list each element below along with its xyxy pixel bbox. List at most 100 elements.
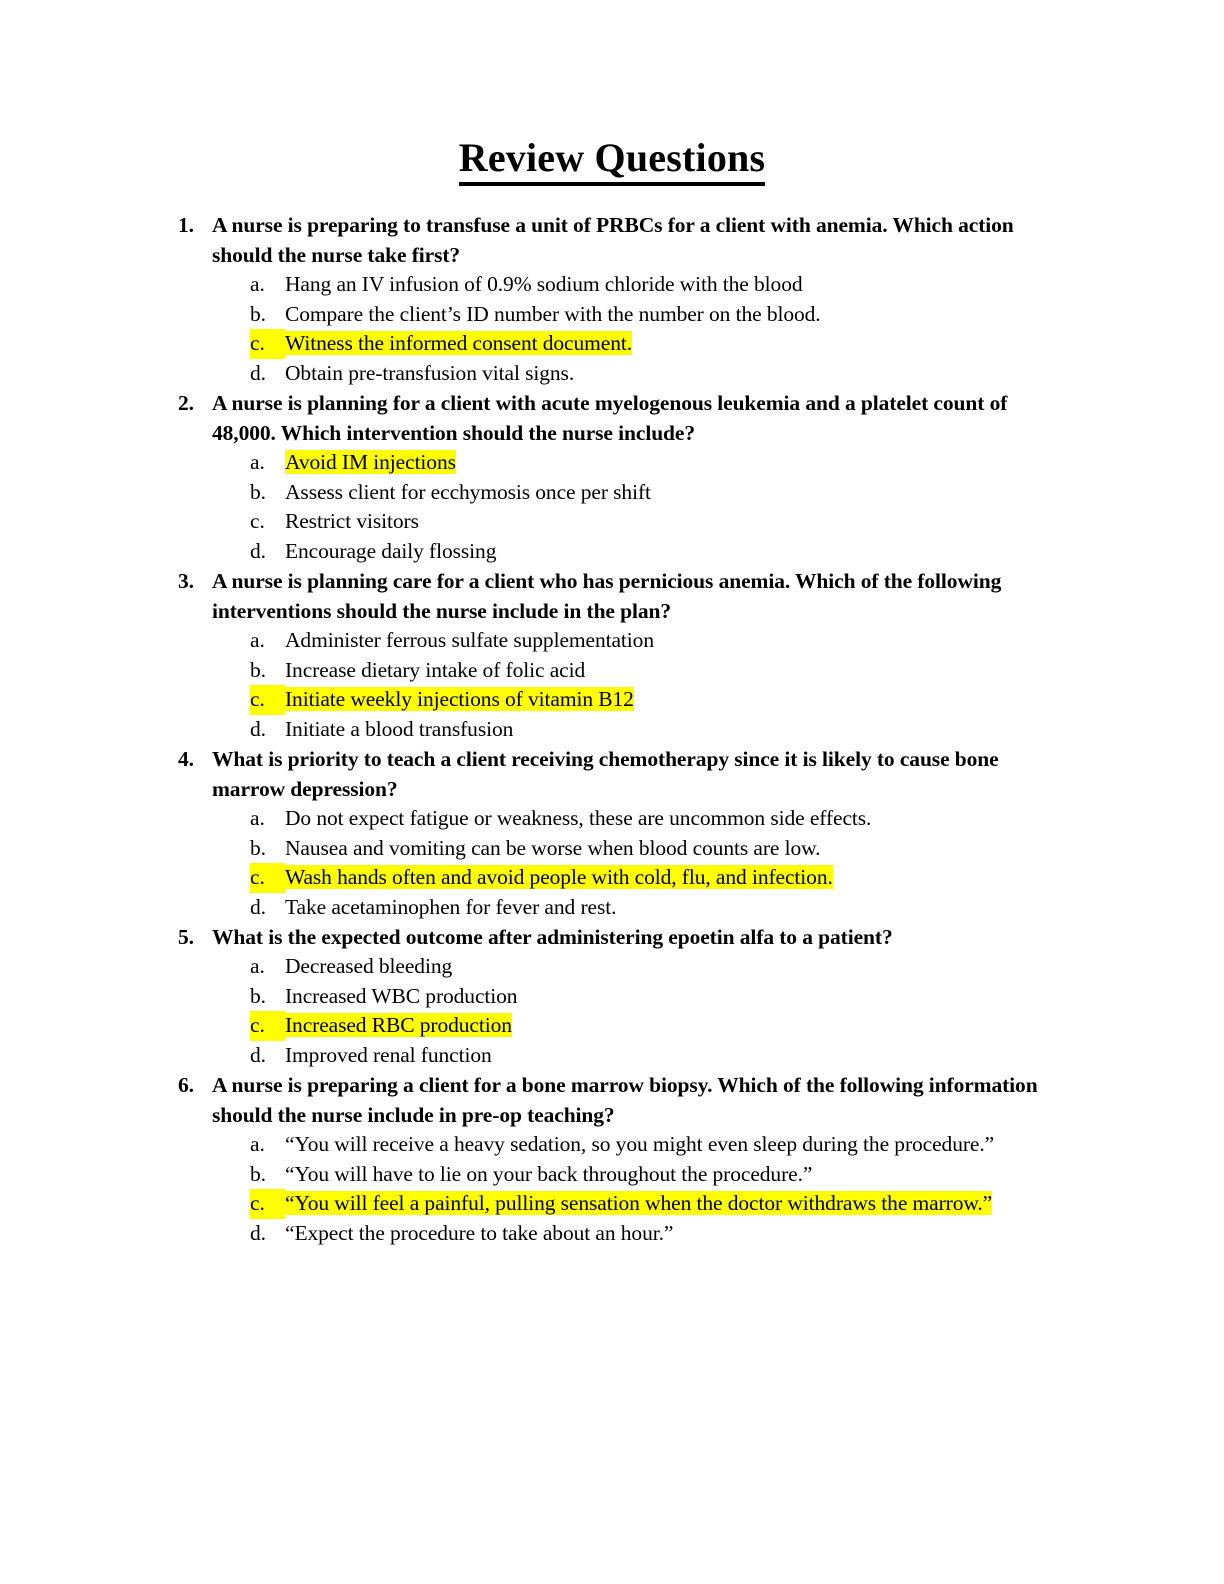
page-title: Review Questions bbox=[0, 0, 1224, 186]
answer-option-letter: b. bbox=[250, 1161, 266, 1186]
answer-option-list: a. Decreased bleeding b. Increased WBC prod… bbox=[0, 952, 1224, 1070]
answer-option-text: “You will receive a heavy sedation, so y… bbox=[285, 1132, 995, 1156]
answer-option[interactable]: c.Initiate weekly injections of vitamin … bbox=[250, 685, 1049, 715]
answer-option-letter: d. bbox=[250, 360, 266, 385]
question-prompt: A nurse is preparing to transfuse a unit… bbox=[212, 213, 1014, 267]
answer-option-text: Assess client for ecchymosis once per sh… bbox=[285, 479, 651, 504]
answer-option-letter: a. bbox=[250, 272, 265, 296]
answer-option-text: Decreased bleeding bbox=[285, 954, 453, 978]
answer-option-letter: d. bbox=[250, 1220, 266, 1245]
answer-option[interactable]: a. Administer ferrous sulfate supplementa… bbox=[250, 626, 1049, 656]
question-item: 1. A nurse is preparing to transfuse a un… bbox=[0, 210, 1224, 388]
answer-option[interactable]: c.Restrict visitors bbox=[250, 507, 1049, 537]
question-prompt: A nurse is planning for a client with ac… bbox=[212, 391, 1008, 445]
answer-option-letter: b. bbox=[250, 479, 266, 504]
question-number: 1. bbox=[178, 213, 194, 237]
question-text-block: 6. A nurse is preparing a client for a bo… bbox=[178, 1070, 1046, 1130]
page-title-text: Review Questions bbox=[458, 136, 766, 186]
answer-option-text: Improved renal function bbox=[285, 1042, 492, 1067]
answer-option-letter: c. bbox=[250, 1189, 285, 1219]
answer-option[interactable]: c.Witness the informed consent document. bbox=[250, 329, 1049, 359]
answer-option[interactable]: d.Take acetaminophen for fever and rest. bbox=[250, 893, 1049, 923]
answer-option-text: Wash hands often and avoid people with c… bbox=[285, 865, 833, 889]
answer-option-text: Obtain pre-transfusion vital signs. bbox=[285, 360, 575, 385]
answer-option-list: a. Hang an IV infusion of 0.9% sodium chl… bbox=[0, 270, 1224, 388]
answer-option-letter: a. bbox=[250, 1132, 265, 1156]
answer-option-letter: c. bbox=[250, 509, 265, 533]
answer-option[interactable]: a. Hang an IV infusion of 0.9% sodium chl… bbox=[250, 270, 1049, 300]
answer-option[interactable]: a.Avoid IM injections bbox=[250, 448, 1049, 478]
answer-option-text: Increased WBC production bbox=[285, 983, 518, 1008]
answer-option-letter: d. bbox=[250, 716, 266, 741]
answer-option-letter: b. bbox=[250, 835, 266, 860]
answer-option[interactable]: b. Compare the client’s ID number with th… bbox=[250, 300, 1049, 330]
answer-option[interactable]: b. Nausea and vomiting can be worse when … bbox=[250, 834, 1049, 864]
question-number: 3. bbox=[178, 569, 194, 593]
answer-option[interactable]: b. “You will have to lie on your back thr… bbox=[250, 1160, 1049, 1190]
answer-option-list: a. “You will receive a heavy sedation, so… bbox=[0, 1130, 1224, 1248]
answer-option[interactable]: c.“You will feel a painful, pulling sens… bbox=[250, 1189, 1049, 1219]
question-prompt: What is the expected outcome after admin… bbox=[212, 925, 893, 949]
answer-option-text: “Expect the procedure to take about an h… bbox=[285, 1220, 674, 1245]
answer-option-text: Compare the client’s ID number with the … bbox=[285, 301, 821, 326]
question-number: 4. bbox=[178, 747, 194, 771]
answer-option-letter: b. bbox=[250, 983, 266, 1008]
answer-option-letter: a. bbox=[250, 806, 265, 830]
question-prompt: What is priority to teach a client recei… bbox=[212, 747, 999, 801]
answer-option-text: Increase dietary intake of folic acid bbox=[285, 657, 586, 682]
answer-option[interactable]: a. “You will receive a heavy sedation, so… bbox=[250, 1130, 1049, 1160]
question-text-block: 3. A nurse is planning care for a client … bbox=[178, 566, 1046, 626]
answer-option-letter: c. bbox=[250, 329, 285, 359]
question-item: 3. A nurse is planning care for a client … bbox=[0, 566, 1224, 744]
answer-option-text: Initiate a blood transfusion bbox=[285, 716, 514, 741]
answer-option-text: Witness the informed consent document. bbox=[285, 331, 633, 355]
question-item: 2. A nurse is planning for a client with … bbox=[0, 388, 1224, 566]
answer-option-text: Increased RBC production bbox=[285, 1013, 512, 1037]
question-prompt: A nurse is preparing a client for a bone… bbox=[212, 1073, 1038, 1127]
question-text-block: 1. A nurse is preparing to transfuse a un… bbox=[178, 210, 1046, 270]
answer-option-letter: c. bbox=[250, 1011, 285, 1041]
answer-option[interactable]: c.Increased RBC production bbox=[250, 1011, 1049, 1041]
answer-option-list: a. Administer ferrous sulfate supplementa… bbox=[0, 626, 1224, 744]
answer-option[interactable]: b. Assess client for ecchymosis once per … bbox=[250, 478, 1049, 508]
question-item: 4. What is priority to teach a client rec… bbox=[0, 744, 1224, 922]
answer-option-text: Encourage daily flossing bbox=[285, 538, 497, 563]
question-item: 5. What is the expected outcome after adm… bbox=[0, 922, 1224, 1070]
question-text-block: 5. What is the expected outcome after adm… bbox=[178, 922, 1046, 952]
question-item: 6. A nurse is preparing a client for a bo… bbox=[0, 1070, 1224, 1248]
answer-option-text: “You will have to lie on your back throu… bbox=[285, 1161, 813, 1186]
answer-option[interactable]: c.Wash hands often and avoid people with… bbox=[250, 863, 1049, 893]
answer-option-text: Hang an IV infusion of 0.9% sodium chlor… bbox=[285, 272, 803, 296]
answer-option-text: Do not expect fatigue or weakness, these… bbox=[285, 806, 872, 830]
answer-option[interactable]: b. Increase dietary intake of folic acid bbox=[250, 656, 1049, 686]
answer-option-text: “You will feel a painful, pulling sensat… bbox=[285, 1191, 993, 1215]
answer-option[interactable]: a. Decreased bleeding bbox=[250, 952, 1049, 982]
answer-option-text: Administer ferrous sulfate supplementati… bbox=[285, 628, 654, 652]
question-text-block: 2. A nurse is planning for a client with … bbox=[178, 388, 1046, 448]
question-number: 2. bbox=[178, 391, 194, 415]
answer-option-text: Nausea and vomiting can be worse when bl… bbox=[285, 835, 821, 860]
answer-option-text: Initiate weekly injections of vitamin B1… bbox=[285, 687, 634, 711]
answer-option-letter: a. bbox=[250, 450, 265, 474]
answer-option[interactable]: d.Encourage daily flossing bbox=[250, 537, 1049, 567]
answer-option-letter: d. bbox=[250, 894, 266, 919]
answer-option[interactable]: d.Improved renal function bbox=[250, 1041, 1049, 1071]
question-text-block: 4. What is priority to teach a client rec… bbox=[178, 744, 1046, 804]
answer-option-letter: b. bbox=[250, 301, 266, 326]
question-number: 6. bbox=[178, 1073, 194, 1097]
question-number: 5. bbox=[178, 925, 194, 949]
answer-option[interactable]: a. Do not expect fatigue or weakness, the… bbox=[250, 804, 1049, 834]
answer-option-letter: b. bbox=[250, 657, 266, 682]
answer-option[interactable]: d. Obtain pre-transfusion vital signs. bbox=[250, 359, 1049, 389]
answer-option-letter: a. bbox=[250, 954, 265, 978]
question-list: 1. A nurse is preparing to transfuse a un… bbox=[0, 186, 1224, 1248]
answer-option[interactable]: d. “Expect the procedure to take about an… bbox=[250, 1219, 1049, 1249]
answer-option-letter: a. bbox=[250, 628, 265, 652]
answer-option[interactable]: b. Increased WBC production bbox=[250, 982, 1049, 1012]
answer-option-letter: c. bbox=[250, 863, 285, 893]
answer-option[interactable]: d. Initiate a blood transfusion bbox=[250, 715, 1049, 745]
question-prompt: A nurse is planning care for a client wh… bbox=[212, 569, 1002, 623]
answer-option-letter: c. bbox=[250, 685, 285, 715]
